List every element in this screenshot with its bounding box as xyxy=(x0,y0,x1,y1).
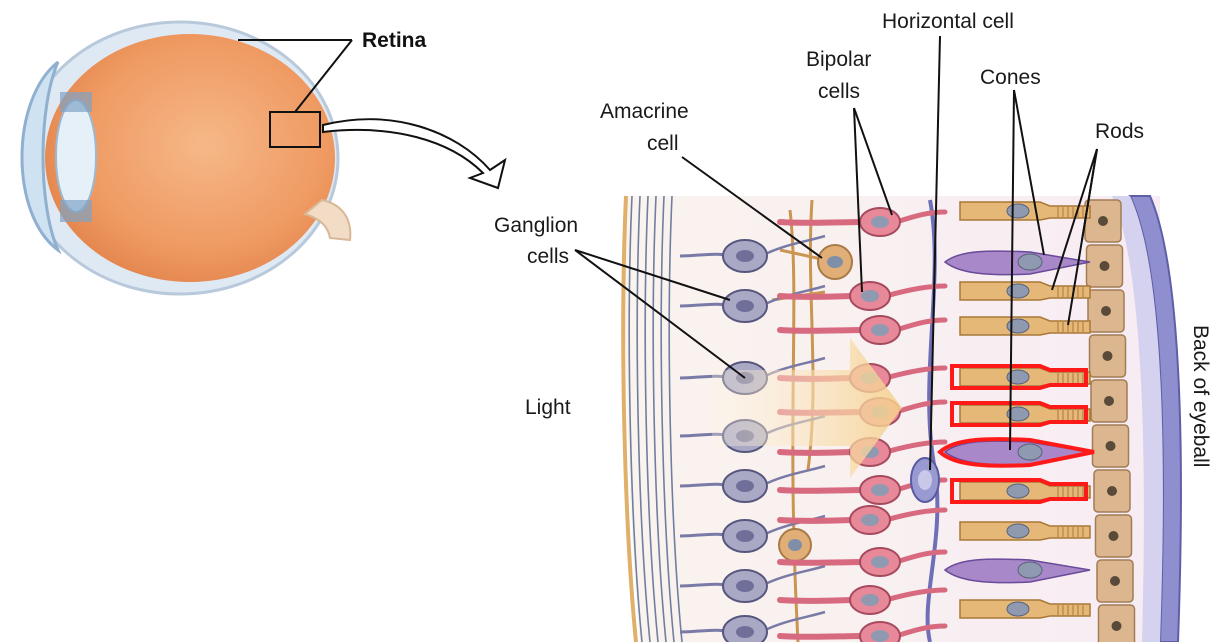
horizontal-cell xyxy=(911,458,939,502)
bipolar-nucleus xyxy=(871,630,889,642)
ganglion-nucleus xyxy=(736,250,754,262)
cone-nucleus xyxy=(1018,562,1042,578)
bipolar-process xyxy=(780,222,864,223)
label-cones: Cones xyxy=(980,66,1041,89)
bipolar-nucleus xyxy=(871,324,889,336)
pigment-nucleus xyxy=(1100,261,1110,271)
rod-nucleus xyxy=(1007,524,1029,538)
bipolar-nucleus xyxy=(871,556,889,568)
label-ganglion: Ganglion xyxy=(494,214,578,237)
bipolar-process xyxy=(780,562,864,563)
bipolar-process xyxy=(780,296,854,297)
pigment-nucleus xyxy=(1112,621,1122,631)
label-horizontal-cell: Horizontal cell xyxy=(882,10,1014,33)
retina-detail xyxy=(623,196,1181,642)
ganglion-nucleus xyxy=(736,480,754,492)
pigment-nucleus xyxy=(1103,351,1113,361)
ganglion-nucleus xyxy=(736,580,754,592)
bipolar-process xyxy=(780,330,864,331)
label-rods: Rods xyxy=(1095,120,1144,143)
pigment-nucleus xyxy=(1107,486,1117,496)
cone-nucleus xyxy=(1018,254,1042,270)
rod-nucleus xyxy=(1007,484,1029,498)
ganglion-nucleus xyxy=(736,530,754,542)
ganglion-nucleus xyxy=(736,626,754,638)
rod-nucleus xyxy=(1007,319,1029,333)
label-retina: Retina xyxy=(362,29,427,52)
zoom-arrow xyxy=(323,119,505,188)
bipolar-process xyxy=(780,636,864,637)
pigment-nucleus xyxy=(1109,531,1119,541)
ganglion-nucleus xyxy=(736,300,754,312)
bipolar-process xyxy=(780,520,854,521)
label-bipolar-cells: cells xyxy=(818,80,860,103)
bipolar-nucleus xyxy=(861,594,879,606)
bipolar-nucleus xyxy=(871,484,889,496)
rod-nucleus xyxy=(1007,204,1029,218)
eyeball xyxy=(22,22,350,294)
label-ganglion-cells: cells xyxy=(527,245,569,268)
pigment-nucleus xyxy=(1110,576,1120,586)
label-bipolar: Bipolar xyxy=(806,48,871,71)
bipolar-nucleus xyxy=(861,514,879,526)
bipolar-process xyxy=(780,452,854,453)
amacrine-nucleus xyxy=(827,256,843,268)
pigment-nucleus xyxy=(1106,441,1116,451)
rod-nucleus xyxy=(1007,602,1029,616)
lens xyxy=(56,100,96,212)
bipolar-process xyxy=(780,490,864,491)
bipolar-nucleus xyxy=(871,216,889,228)
pigment-nucleus xyxy=(1104,396,1114,406)
label-light: Light xyxy=(525,396,571,419)
pigment-nucleus xyxy=(1101,306,1111,316)
bipolar-process xyxy=(780,600,854,601)
label-amacrine-cell: cell xyxy=(647,132,679,155)
pigment-nucleus xyxy=(1098,216,1108,226)
rod-nucleus xyxy=(1007,284,1029,298)
amacrine-nucleus xyxy=(788,539,802,551)
cone-nucleus xyxy=(1018,444,1042,460)
label-back-of-eyeball: Back of eyeball xyxy=(1189,325,1212,467)
label-amacrine: Amacrine xyxy=(600,100,689,123)
bipolar-nucleus xyxy=(861,290,879,302)
